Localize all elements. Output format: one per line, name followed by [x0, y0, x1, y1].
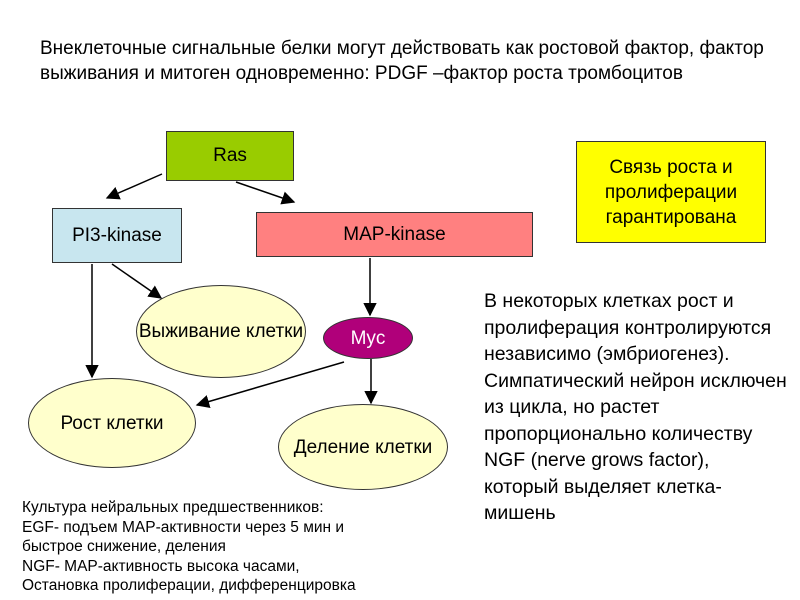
- bottom-line: Культура нейральных предшественников:: [22, 499, 324, 516]
- slide-heading: Внеклеточные сигнальные белки могут дейс…: [40, 38, 764, 84]
- note-growth-proliferation: Связь роста и пролиферации гарантирована: [576, 141, 766, 243]
- bottom-line: Остановка пролиферации, дифференцировка: [22, 577, 356, 594]
- node-cell-division: Деление клетки: [278, 404, 448, 490]
- node-cell-survival: Выживание клетки: [136, 285, 306, 378]
- note-independent-control: В некоторых клетках рост и пролиферация …: [484, 290, 787, 524]
- note-neural-precursors: Культура нейральных предшественников: EG…: [22, 498, 452, 596]
- node-map-kinase: MAP-kinase: [256, 212, 533, 257]
- arrow-ras-to-pi3: [105, 173, 163, 200]
- arrow-ras-to-map: [235, 181, 296, 205]
- node-cell-growth: Рост клетки: [28, 378, 196, 468]
- node-ras: Ras: [166, 131, 294, 181]
- node-myc: Myc: [323, 317, 413, 359]
- arrow-myc-to-growth: [195, 361, 345, 409]
- node-pi3-kinase: PI3-kinase: [52, 208, 182, 263]
- bottom-line: быстрое снижение, деления: [22, 538, 226, 555]
- bottom-line: EGF- подъем MAP-активности через 5 мин и: [22, 518, 345, 536]
- arrow-pi3-to-survival: [111, 263, 163, 299]
- bottom-line: NGF- MAP-активность высока часами,: [22, 557, 300, 575]
